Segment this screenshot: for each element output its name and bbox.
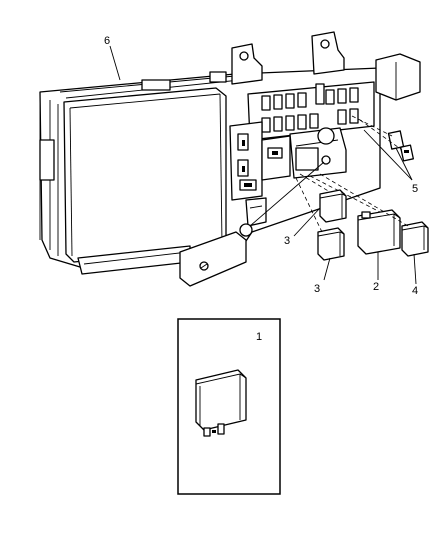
callout-5: 5 bbox=[412, 183, 418, 195]
side-connector bbox=[39, 139, 55, 181]
relay-detail-box: 1 bbox=[177, 318, 281, 495]
fuse-box-cover bbox=[63, 87, 227, 263]
relay-installed bbox=[295, 147, 319, 171]
mount-bracket-left bbox=[231, 43, 263, 85]
side-block bbox=[375, 53, 421, 101]
mount-tab-lower bbox=[179, 231, 247, 287]
relay-detail bbox=[195, 369, 247, 437]
large-fuse bbox=[315, 83, 325, 105]
top-latch bbox=[141, 79, 171, 91]
detail-marker bbox=[239, 223, 253, 237]
fuse-loose-1 bbox=[387, 130, 405, 150]
relay-large bbox=[357, 209, 401, 255]
fuse-row-bottom bbox=[261, 108, 359, 133]
relay-mini-b bbox=[317, 227, 345, 261]
callout-3-lower: 3 bbox=[314, 283, 320, 295]
loose-fuses bbox=[351, 115, 414, 162]
callout-6: 6 bbox=[104, 35, 110, 47]
leader-lines bbox=[109, 45, 417, 285]
relay-mini-a bbox=[319, 189, 347, 223]
fuse-row-top bbox=[261, 87, 359, 111]
callout-4: 4 bbox=[412, 285, 418, 297]
callout-3-upper: 3 bbox=[284, 235, 290, 247]
relay-small bbox=[401, 221, 429, 257]
callout-2: 2 bbox=[373, 281, 379, 293]
fuse-box-assembly bbox=[39, 31, 421, 287]
callout-1: 1 bbox=[256, 331, 262, 343]
mount-bracket-right bbox=[311, 31, 345, 75]
